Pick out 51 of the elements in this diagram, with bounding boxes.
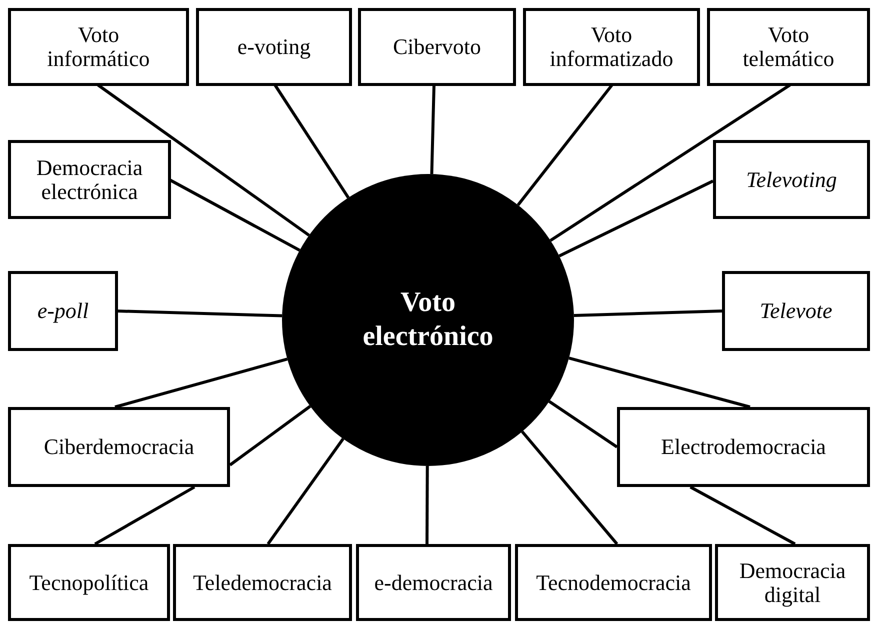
node-label: Democracia electrónica [35, 156, 144, 204]
term-box [515, 544, 712, 621]
connector-line [516, 84, 614, 206]
connector-line [266, 438, 344, 545]
connector-line [169, 178, 300, 252]
node-label: Electrodemocracia [660, 435, 827, 459]
node-label: Ciberdemocracia [42, 435, 196, 459]
connector-line [229, 405, 312, 466]
node-label: e-democracia [373, 570, 494, 594]
node-label: Voto informatizado [548, 23, 674, 71]
connector-line [690, 486, 796, 546]
term-box [8, 8, 189, 86]
connector-line [568, 356, 750, 408]
term-box [523, 8, 700, 86]
node-label: Teledemocracia [192, 570, 333, 594]
term-box [715, 544, 870, 621]
term-box [617, 407, 870, 487]
connector-line [521, 430, 618, 545]
connector-line [94, 486, 196, 546]
term-box [196, 8, 352, 86]
connector-line [550, 84, 791, 242]
term-box [8, 544, 170, 621]
node-label: Cibervoto [392, 35, 482, 59]
term-box [173, 544, 352, 621]
node-label: Tecnodemocracia [535, 570, 692, 594]
term-box [358, 8, 516, 86]
term-box [8, 271, 118, 351]
connector-line [116, 310, 282, 318]
term-box [722, 271, 870, 351]
connector-line [430, 84, 436, 174]
connector-line [426, 466, 429, 544]
node-label: Voto telemático [742, 23, 836, 71]
connector-line [114, 358, 288, 408]
term-box [8, 407, 230, 487]
node-label: Voto electrónico [362, 286, 494, 354]
node-label: Televote [758, 299, 834, 323]
node-label: Televoting [745, 168, 838, 192]
term-box [713, 140, 870, 219]
term-box [707, 8, 870, 86]
connector-line [574, 310, 722, 318]
node-label: e-poll [36, 299, 90, 323]
term-box [356, 544, 511, 621]
term-box [8, 140, 171, 219]
node-label: Democracia digital [738, 558, 847, 606]
connector-line [97, 84, 310, 237]
node-label: Voto informático [46, 23, 151, 71]
node-label: Tecnopolítica [28, 570, 150, 594]
node-label: e-voting [236, 35, 312, 59]
connector-line [274, 84, 350, 198]
connector-line [548, 400, 618, 448]
connector-line [558, 180, 714, 258]
